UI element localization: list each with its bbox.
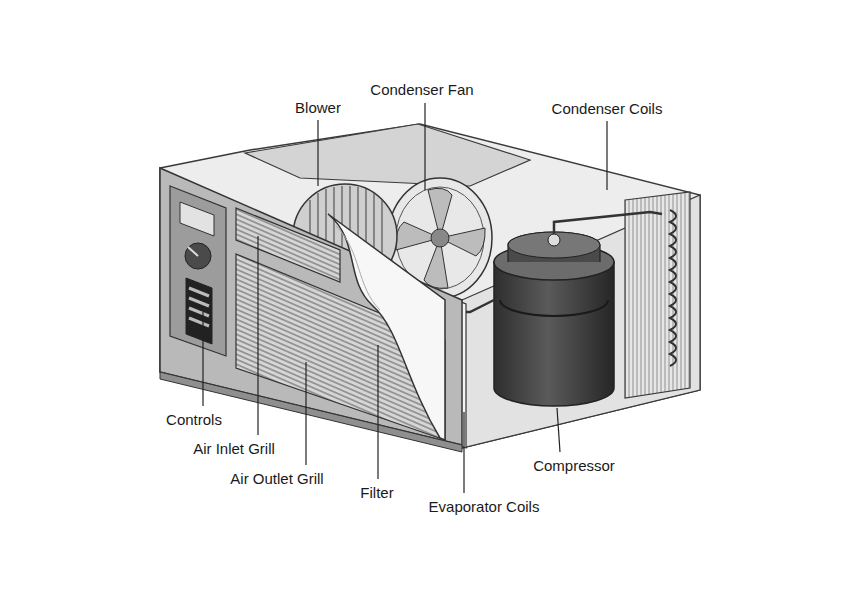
- leader-line: [557, 408, 560, 452]
- part-label: Blower: [293, 99, 343, 117]
- top-plate: [245, 124, 530, 186]
- leader-line: [317, 120, 318, 186]
- leader-line: [377, 345, 378, 479]
- filter: [328, 214, 445, 440]
- part-label: Condenser Fan: [368, 81, 475, 99]
- front-panel: [160, 168, 462, 445]
- compressor-cap: [508, 232, 600, 258]
- refrigerant-tube: [462, 300, 494, 312]
- leader-lines: [203, 103, 607, 493]
- compressor-port: [548, 234, 560, 246]
- filter-fold: [336, 226, 380, 310]
- part-label: Evaporator Coils: [427, 498, 542, 516]
- button-column: [186, 278, 212, 344]
- leader-line: [463, 412, 464, 493]
- control-panel: [170, 186, 226, 356]
- part-label: Air Inlet Grill: [191, 440, 277, 458]
- compressor-band: [500, 300, 608, 316]
- part-label: Condenser Coils: [550, 100, 665, 118]
- part-label: Filter: [358, 484, 395, 502]
- compressor: [494, 262, 614, 406]
- buttons: [189, 288, 209, 326]
- leader-line: [202, 312, 203, 406]
- leader-line: [424, 103, 425, 190]
- knob-pointer: [188, 247, 198, 256]
- housing: [160, 124, 700, 448]
- leader-line: [305, 362, 306, 465]
- refrigerant-tube: [554, 212, 662, 234]
- part-label: Air Outlet Grill: [228, 470, 325, 488]
- fan-hub: [431, 229, 449, 247]
- coil-tube: [670, 210, 676, 366]
- part-label: Controls: [164, 411, 224, 429]
- compressor-dome: [508, 232, 600, 262]
- control-knob: [185, 243, 211, 269]
- display: [180, 202, 214, 236]
- part-label: Compressor: [531, 457, 617, 475]
- condenser-coils: [625, 192, 690, 398]
- leader-line: [606, 121, 607, 190]
- leader-line: [257, 236, 258, 435]
